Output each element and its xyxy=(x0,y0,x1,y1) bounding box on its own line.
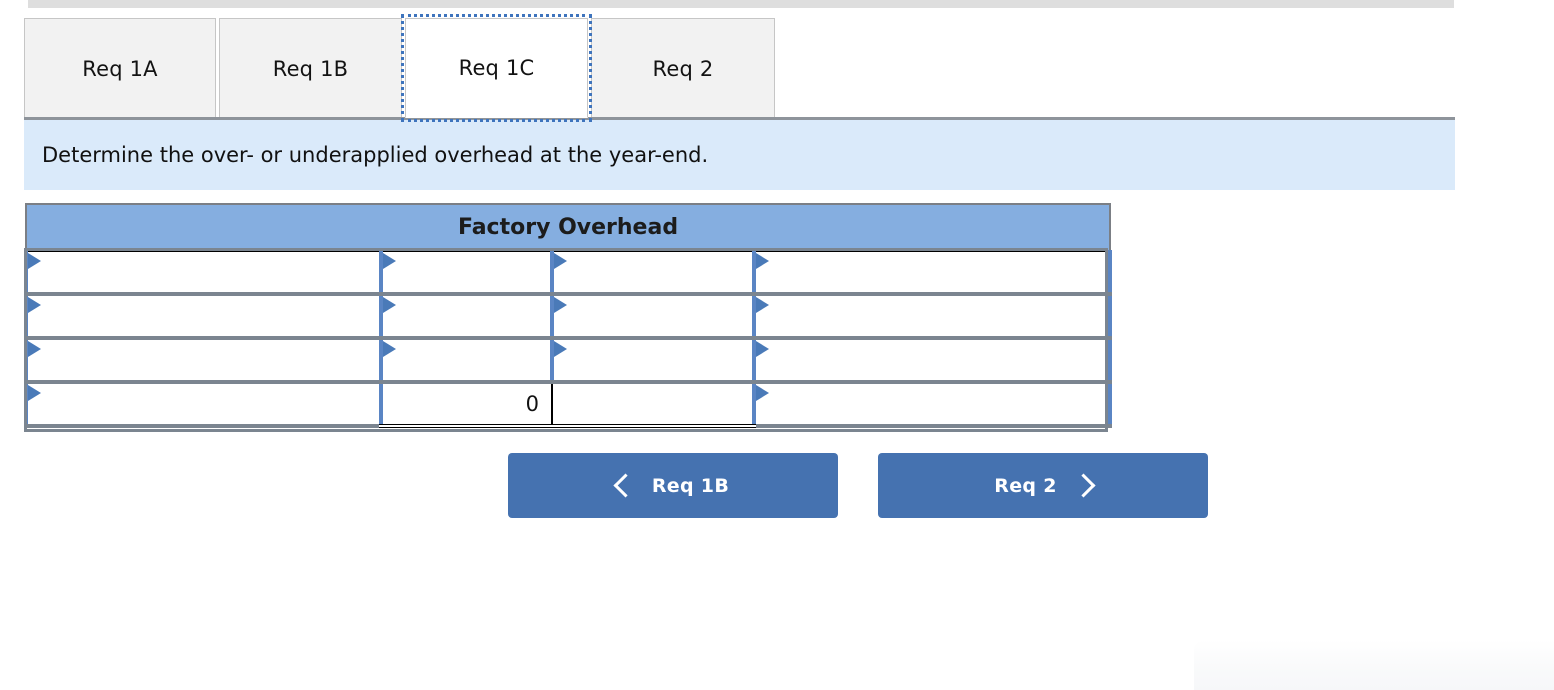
requirement-tab-strip: Req 1A Req 1B Req 1C Req 2 xyxy=(24,14,778,122)
dropdown-triangle-icon xyxy=(28,253,41,269)
chevron-right-icon xyxy=(1071,473,1096,498)
account-select-r4c1[interactable] xyxy=(24,380,383,428)
tab-req-1c-label: Req 1C xyxy=(458,56,535,80)
account-select-r1c4[interactable] xyxy=(751,251,1113,296)
account-select-r2c3[interactable] xyxy=(550,292,756,340)
account-select-r3c1[interactable] xyxy=(24,336,383,384)
table-row xyxy=(24,251,1113,296)
account-select-r1c1[interactable] xyxy=(24,251,383,296)
account-select-r3c3[interactable] xyxy=(550,336,756,384)
account-select-r1c3[interactable] xyxy=(550,251,756,296)
factory-overhead-table: Factory Overhead xyxy=(24,203,1113,428)
instruction-banner: Determine the over- or underapplied over… xyxy=(24,120,1455,190)
total-blank-cell[interactable] xyxy=(551,380,755,428)
prev-requirement-label: Req 1B xyxy=(651,474,730,497)
tab-req-1a-label: Req 1A xyxy=(82,56,158,81)
tab-req-1b-label: Req 1B xyxy=(272,56,349,81)
account-select-r4c4[interactable] xyxy=(751,380,1113,428)
tab-req-1c[interactable]: Req 1C xyxy=(401,14,592,122)
table-row xyxy=(24,336,1113,384)
next-requirement-button[interactable]: Req 2 xyxy=(878,453,1208,518)
table-title: Factory Overhead xyxy=(24,203,1112,252)
dropdown-triangle-icon xyxy=(756,297,769,313)
dropdown-triangle-icon xyxy=(554,341,567,357)
table-header-row: Factory Overhead xyxy=(24,203,1112,252)
dropdown-triangle-icon xyxy=(756,253,769,269)
account-select-r3c2[interactable] xyxy=(379,336,554,384)
dropdown-triangle-icon xyxy=(28,297,41,313)
dropdown-triangle-icon xyxy=(383,341,396,357)
page-bottom-artifact xyxy=(1194,640,1554,690)
tab-req-1b[interactable]: Req 1B xyxy=(219,18,402,118)
prev-requirement-button[interactable]: Req 1B xyxy=(508,453,838,518)
account-select-r3c4[interactable] xyxy=(751,336,1113,384)
tab-req-1a[interactable]: Req 1A xyxy=(24,18,216,118)
instruction-text: Determine the over- or underapplied over… xyxy=(42,143,709,167)
navigation-buttons: Req 1B Req 2 xyxy=(508,453,1208,518)
dropdown-triangle-icon xyxy=(28,341,41,357)
dropdown-triangle-icon xyxy=(28,385,41,401)
tab-baseline-divider xyxy=(24,117,1455,120)
dropdown-triangle-icon xyxy=(756,385,769,401)
dropdown-triangle-icon xyxy=(554,253,567,269)
window-top-strip xyxy=(28,0,1454,8)
tab-req-2-label: Req 2 xyxy=(652,56,714,81)
next-requirement-label: Req 2 xyxy=(994,474,1057,497)
table-row xyxy=(24,292,1113,340)
tab-req-2[interactable]: Req 2 xyxy=(591,18,775,118)
table-total-row: 0 xyxy=(24,380,1113,428)
dropdown-triangle-icon xyxy=(554,297,567,313)
dropdown-triangle-icon xyxy=(383,253,396,269)
total-amount-cell[interactable]: 0 xyxy=(380,380,553,428)
account-select-r1c2[interactable] xyxy=(379,251,554,296)
account-select-r2c4[interactable] xyxy=(751,292,1113,340)
account-select-r2c1[interactable] xyxy=(24,292,383,340)
chevron-left-icon xyxy=(613,473,638,498)
dropdown-triangle-icon xyxy=(756,341,769,357)
account-select-r2c2[interactable] xyxy=(379,292,554,340)
dropdown-triangle-icon xyxy=(383,297,396,313)
